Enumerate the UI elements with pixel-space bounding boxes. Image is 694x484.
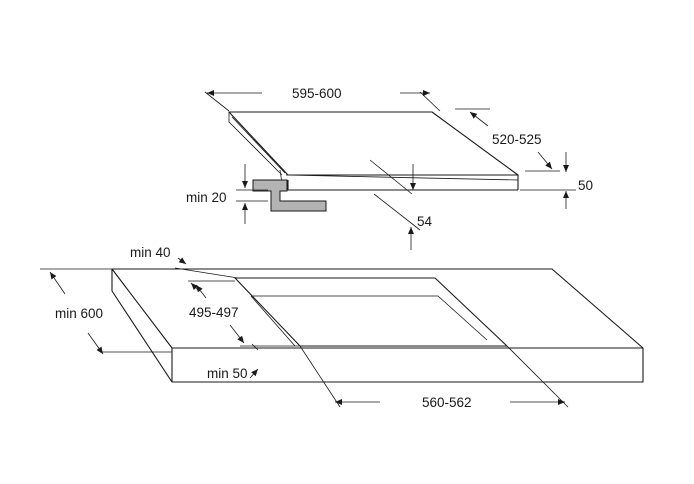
edge-back-label: min 40 — [130, 245, 171, 260]
bracket-clearance-label: min 20 — [186, 190, 227, 205]
hob-depth-label: 520-525 — [492, 132, 542, 147]
cutout-depth-label: 495-497 — [189, 305, 239, 320]
hob — [228, 111, 519, 191]
hob-width-label: 595-600 — [292, 86, 342, 101]
cutout-width-label: 560-562 — [422, 395, 472, 410]
worktop-cutout — [234, 277, 508, 347]
hob-height-label: 50 — [578, 178, 593, 193]
mounting-bracket — [252, 179, 327, 212]
hob-width-dimension: 595-600 — [204, 86, 441, 112]
hob-depth-dimension: 520-525 — [455, 108, 560, 172]
edge-front-dimension: min 50 — [207, 343, 300, 381]
cutout-depth-dimension: 495-497 — [188, 280, 300, 347]
cutout-width-dimension: 560-562 — [299, 345, 569, 410]
hob-height-dimension: 50 — [520, 152, 593, 209]
bracket-clearance-dimension: min 20 — [186, 164, 268, 224]
edge-front-label: min 50 — [207, 366, 248, 381]
worktop-depth-dimension: min 600 — [40, 268, 172, 355]
worktop — [111, 268, 644, 383]
edge-back-dimension: min 40 — [130, 245, 239, 291]
worktop-depth-label: min 600 — [55, 306, 103, 321]
below-clearance-label: 54 — [417, 214, 433, 229]
below-clearance-dimension: 54 — [369, 159, 433, 250]
